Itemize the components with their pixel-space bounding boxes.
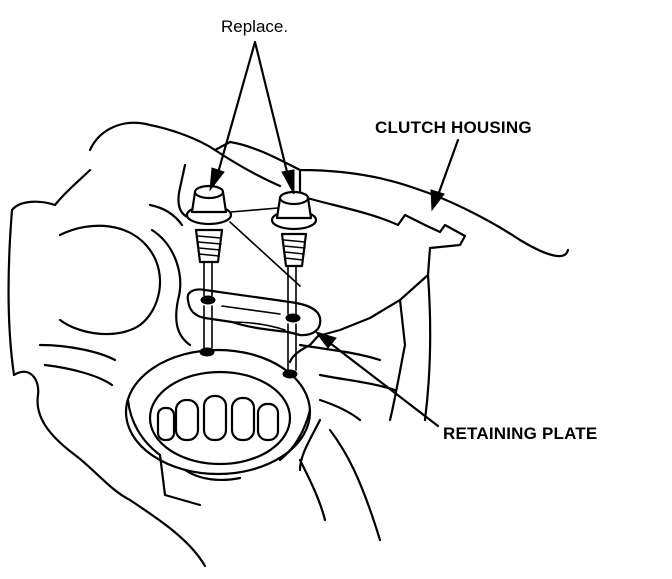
- housing-wall-left: [38, 228, 192, 387]
- housing-rib-lower: [298, 343, 397, 542]
- arrowhead-retaining-plate: [314, 331, 337, 349]
- housing-flange: [288, 213, 467, 422]
- leader-retaining-plate: [324, 338, 440, 428]
- bolt-left: [185, 184, 233, 264]
- label-retaining-plate: RETAINING PLATE: [443, 424, 598, 443]
- leader-replace: [214, 40, 292, 186]
- label-replace: Replace.: [221, 17, 289, 36]
- housing-rib-upper: [148, 148, 400, 227]
- housing-casting-outline: [7, 121, 570, 568]
- arrowhead-clutch-housing: [430, 189, 445, 212]
- arrowhead-replace-right: [281, 169, 295, 195]
- housing-hole-left: [199, 347, 215, 357]
- plate-hole-left: [200, 295, 216, 305]
- plate-hole-right: [285, 313, 301, 323]
- housing-bore: [58, 224, 162, 336]
- housing-hole-right: [282, 369, 298, 379]
- arrowhead-replace-left: [209, 167, 225, 192]
- bearing-bore-lip: [126, 398, 312, 507]
- label-clutch-housing: CLUTCH HOUSING: [375, 118, 532, 137]
- alignment-lines: [203, 261, 297, 371]
- bolt-connector: [229, 207, 301, 287]
- needle-bearing-rollers: [156, 394, 280, 442]
- plate-detail: [221, 305, 286, 331]
- bolt-right: [270, 190, 318, 268]
- leader-clutch-housing: [435, 138, 460, 200]
- bearing-bore-inner: [148, 370, 292, 466]
